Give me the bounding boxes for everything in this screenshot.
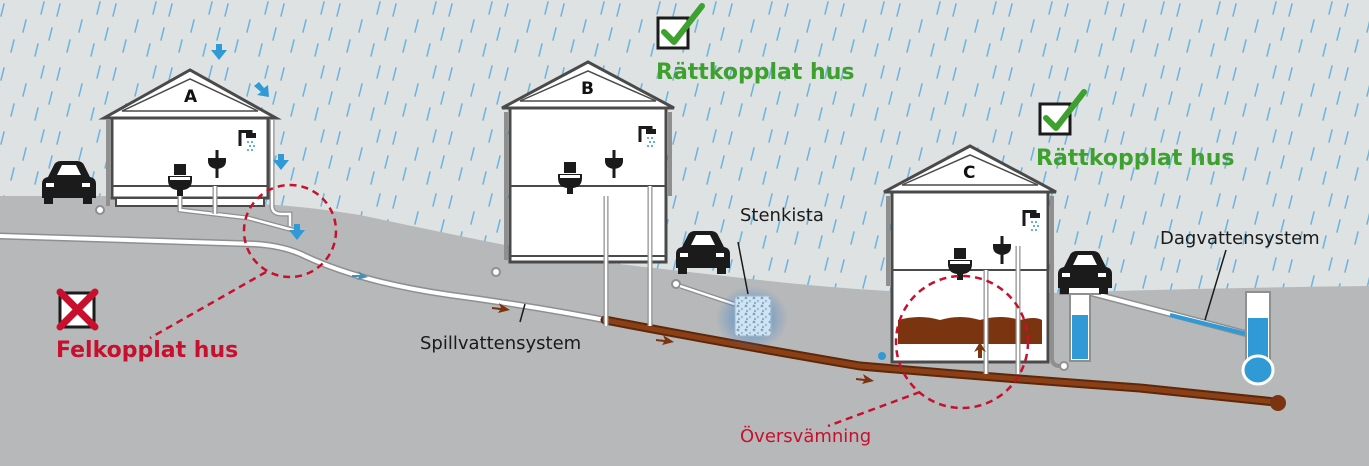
label-correct-c: Rättkopplat hus	[1036, 146, 1235, 171]
flow-arrows	[352, 271, 986, 384]
problem-leader-a	[149, 270, 267, 340]
check-box-b	[656, 3, 705, 50]
house-b: B	[491, 60, 741, 326]
flow-arrow-icon	[352, 271, 368, 280]
check-icon	[661, 3, 705, 45]
problem-circle-a	[242, 183, 338, 279]
flood-water	[898, 317, 1042, 344]
label-flood: Översvämning	[740, 426, 872, 447]
spillvatten-leader	[519, 303, 526, 323]
house-b-letter: B	[581, 79, 594, 99]
flow-arrow-icon	[856, 374, 874, 384]
arrow-down-right-icon	[254, 82, 269, 97]
house-a-letter: A	[184, 87, 198, 107]
label-stenkista: Stenkista	[740, 205, 824, 226]
check-icon	[1043, 89, 1087, 131]
label-correct-b: Rättkopplat hus	[656, 60, 855, 85]
arrow-down-icon	[289, 224, 305, 240]
rain-arrows	[211, 44, 305, 240]
flow-arrow-icon	[492, 303, 510, 313]
dagvatten-water	[1169, 313, 1256, 338]
sewage-pipe-inner	[602, 317, 1278, 405]
dagvatten-leader	[1204, 249, 1227, 321]
house-c-letter: C	[963, 163, 975, 183]
flood-circle	[894, 274, 1030, 410]
label-dagvatten: Dagvattensystem	[1160, 228, 1320, 249]
error-box	[56, 288, 99, 331]
arrow-down-icon	[211, 44, 227, 60]
label-wrong: Felkopplat hus	[56, 338, 239, 363]
dagvatten-outlet	[1241, 354, 1275, 386]
arrow-down-icon	[273, 154, 289, 170]
arrow-up-icon	[974, 342, 986, 358]
label-spillvatten: Spillvattensystem	[420, 333, 582, 354]
flood-leader	[827, 390, 921, 428]
stenkista	[716, 241, 788, 350]
flow-arrow-icon	[656, 335, 674, 345]
house-a: A	[95, 68, 301, 235]
cross-icon	[56, 288, 99, 331]
check-box-c	[1038, 89, 1087, 136]
spillvatten-pipe-inner	[0, 234, 622, 325]
sewage-pipe-end	[1270, 395, 1286, 411]
